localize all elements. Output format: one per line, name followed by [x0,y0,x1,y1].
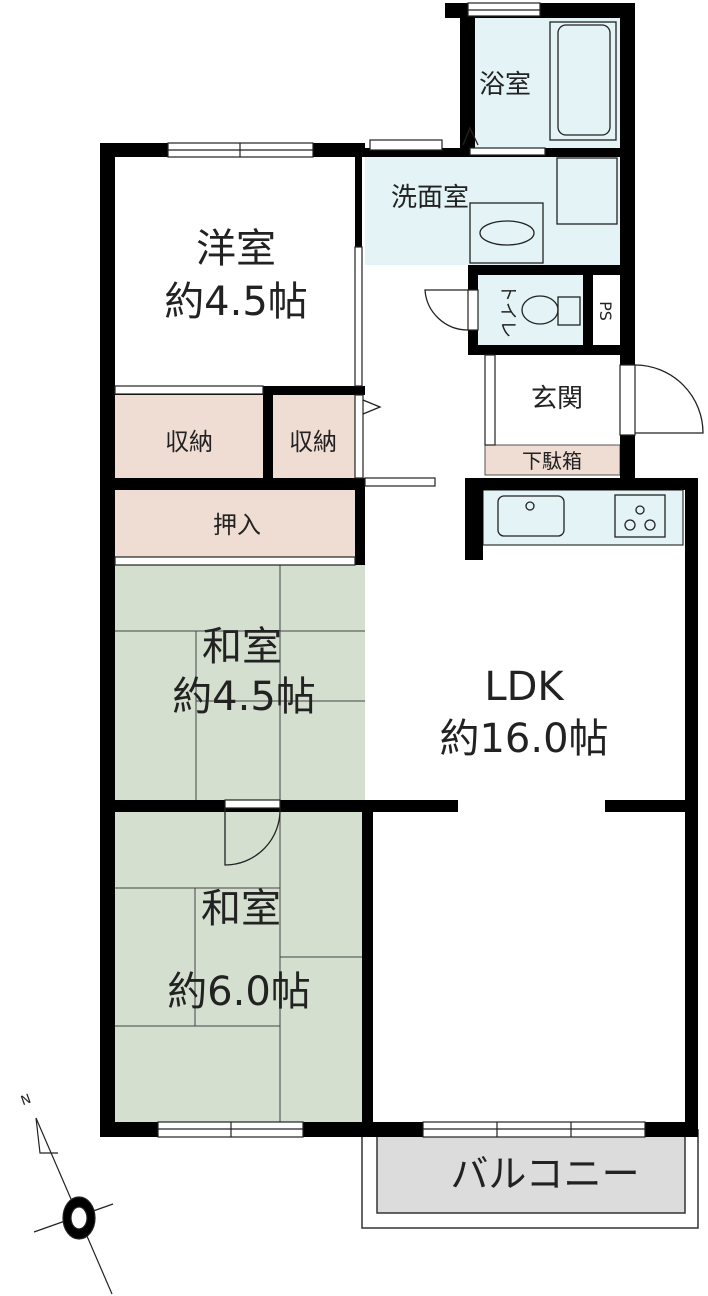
japanese-room-2-name: 和室 [201,886,281,932]
sliding-door-marker [362,399,382,415]
shoe-box-label: 下駄箱 [522,449,582,473]
balcony-floor [376,1129,686,1214]
western-room-floor [115,157,357,387]
japanese-room-1-size: 約4.5帖 [172,674,316,720]
bathroom-label: 浴室 [479,70,531,100]
compass-north-label: N [19,1092,33,1109]
storage-1-label: 収納 [165,428,213,456]
oshiire-label: 押入 [213,511,261,539]
bath-door-marker [462,126,479,146]
balcony-label: バルコニー [450,1152,639,1196]
oshiire-floor [115,490,355,557]
stove [614,494,666,538]
japanese-room-1-name: 和室 [202,624,282,670]
entrance-label: 玄関 [531,384,583,414]
storage-1-floor [115,395,263,478]
bathtub [549,21,617,141]
windows [114,2,646,1138]
toilet-floor [478,275,583,345]
kitchen-sink [497,495,565,537]
toilet-tank [557,296,581,326]
entrance-door-swing [634,364,704,434]
storage-2-floor [273,395,355,478]
bathroom-floor [475,18,620,148]
washroom-floor [365,157,620,265]
compass [33,1117,114,1295]
storage-2-label: 収納 [289,428,337,456]
japanese-room-door-swing [224,807,281,866]
washbasin [469,202,544,264]
toilet-door-swing [424,289,469,331]
japanese-room-2-floor [115,812,362,1122]
ldk-size: 約16.0帖 [439,716,608,762]
western-room-name: 洋室 [196,226,276,272]
fixtures [224,21,704,866]
washroom-label: 洗面室 [391,183,469,213]
japanese-room-1-floor [115,565,365,800]
japanese-room-2-size: 約6.0帖 [167,969,311,1015]
western-room-size: 約4.5帖 [164,279,308,325]
bathtub-inner [557,24,611,136]
ldk-name: LDK [484,664,565,710]
toilet-label: トイレ [497,284,518,338]
washing-machine-pan [556,157,618,225]
tatami-lines [115,565,365,1122]
pipe-space-label: PS [596,301,615,321]
